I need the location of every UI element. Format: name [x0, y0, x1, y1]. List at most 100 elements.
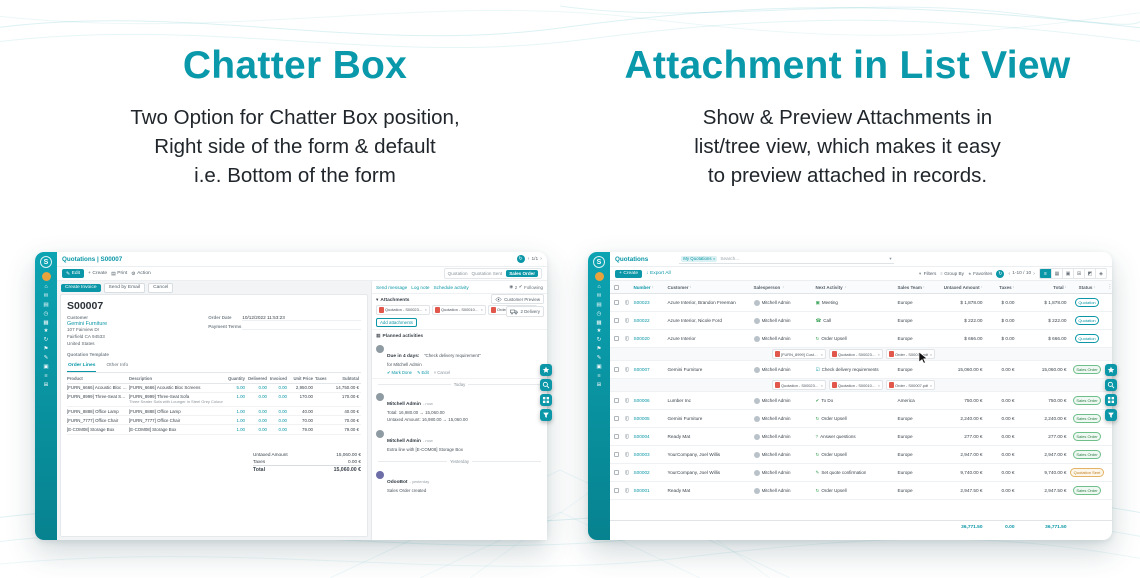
cell-next-activity[interactable]: ↻Order Upsell	[815, 335, 847, 342]
remove-facet-icon[interactable]: ×	[713, 256, 716, 261]
attachment-chip[interactable]: Quotation - S00010.pdf×	[432, 305, 486, 315]
filters-menu[interactable]: ▼ Filters	[918, 271, 937, 276]
customer-link[interactable]: Gemini Furniture	[67, 321, 108, 327]
send-by-email-button[interactable]: Send by Email	[103, 282, 146, 293]
attachment-chip[interactable]: Quotation - S00023.pdf×	[829, 349, 883, 359]
schedule-activity-tab[interactable]: Schedule activity	[433, 284, 469, 290]
apps-fab-button[interactable]	[1105, 394, 1117, 406]
column-header-invoiced[interactable]: Invoiced	[270, 376, 287, 382]
sidebar-app-icon[interactable]: ↻	[43, 337, 49, 344]
attachment-chip[interactable]: Quotation - S00023.pdf×	[376, 305, 430, 315]
create-invoice-button[interactable]: Create Invoice	[61, 283, 101, 292]
add-attachments-button[interactable]: Add attachments	[376, 317, 417, 327]
app-logo-icon[interactable]: S	[40, 256, 52, 268]
apps-fab-button[interactable]	[540, 394, 552, 406]
filter-fab-button[interactable]	[1105, 409, 1117, 421]
column-header-status[interactable]: Status↕	[1078, 284, 1096, 290]
customer-preview-smart-button[interactable]: Customer Preview	[491, 294, 544, 304]
view-graph-icon[interactable]: ◩	[1084, 269, 1095, 278]
paperclip-icon[interactable]	[622, 487, 632, 494]
order-line-row[interactable]: [FURN_8999] Three-Seat Sofa[FURN_8999] T…	[67, 393, 361, 408]
cell-next-activity[interactable]: ↻Order Upsell	[815, 451, 847, 458]
print-menu[interactable]: ▤ Print	[111, 271, 127, 277]
paperclip-icon[interactable]	[622, 433, 632, 440]
column-header-number[interactable]: Number↕	[633, 284, 654, 290]
column-header-taxes[interactable]: Taxes	[315, 376, 327, 382]
star-fab-button[interactable]	[1105, 364, 1117, 376]
column-header-description[interactable]: Description	[129, 376, 153, 382]
remove-attachment-icon[interactable]: ×	[929, 382, 933, 388]
remove-attachment-icon[interactable]: ×	[820, 382, 823, 388]
cell-next-activity[interactable]: ☑Check delivery requirements	[815, 366, 879, 373]
order-line-row[interactable]: [E-COM08] Storage Box[E-COM08] Storage B…	[67, 425, 361, 435]
attachment-chip[interactable]: [FURN_8999] Customi...×	[772, 349, 826, 359]
mark-done-button[interactable]: ✔ Mark Done	[387, 369, 412, 375]
edit-button[interactable]: ✎ Edit	[62, 269, 85, 278]
row-checkbox[interactable]	[613, 398, 619, 403]
status-quotation-sent[interactable]: Quotation Sent	[471, 271, 503, 276]
row-checkbox[interactable]	[613, 318, 619, 323]
log-note-tab[interactable]: Log note	[411, 284, 430, 290]
pager-previous-icon[interactable]: ‹	[1008, 270, 1011, 277]
sidebar-app-icon[interactable]: ▦	[596, 319, 602, 326]
search-fab-button[interactable]	[1105, 379, 1117, 391]
remove-attachment-icon[interactable]: ×	[480, 307, 483, 313]
view-calendar-icon[interactable]: ▣	[1062, 269, 1073, 278]
row-checkbox[interactable]	[613, 416, 619, 421]
row-checkbox[interactable]	[613, 300, 619, 305]
tab-order-lines[interactable]: Order Lines	[67, 362, 97, 372]
favorites-menu[interactable]: ★ Favorites	[968, 271, 993, 276]
paperclip-icon[interactable]	[622, 415, 632, 422]
following-toggle[interactable]: Following	[523, 284, 543, 290]
sidebar-app-icon[interactable]: ▣	[596, 364, 602, 371]
status-sales-order[interactable]: Sales Order	[506, 270, 538, 277]
app-logo-icon[interactable]: S	[593, 256, 605, 268]
column-header-unit-price[interactable]: Unit Price	[293, 376, 313, 382]
cell-next-activity[interactable]: ▣Meeting	[815, 299, 838, 306]
remove-attachment-icon[interactable]: ×	[424, 307, 427, 313]
attachment-chip[interactable]: Order - S00019.pdf×	[886, 349, 936, 359]
sidebar-app-icon[interactable]: ▤	[43, 301, 49, 308]
order-line-row[interactable]: [FURN_6666] Acoustic Bloc Screens[FURN_6…	[67, 384, 361, 393]
sidebar-app-icon[interactable]: ⌂	[597, 284, 601, 290]
paperclip-icon[interactable]	[622, 366, 632, 373]
paperclip-icon[interactable]	[622, 299, 632, 306]
row-checkbox[interactable]	[613, 434, 619, 439]
pager-previous-icon[interactable]: ‹	[527, 256, 530, 262]
followers-icon[interactable]: ◉	[509, 284, 514, 289]
sidebar-app-icon[interactable]: ⊞	[596, 381, 602, 388]
column-header-total[interactable]: Total↕	[1053, 284, 1067, 290]
search-facet[interactable]: My Quotations ×	[681, 255, 718, 262]
payment-terms-value[interactable]	[242, 324, 361, 330]
cell-next-activity[interactable]: ?Answer questions	[815, 434, 856, 439]
row-checkbox[interactable]	[613, 367, 619, 372]
attachment-chip[interactable]: Order - S00007.pdf×	[886, 380, 936, 390]
remove-attachment-icon[interactable]: ×	[877, 382, 880, 388]
sidebar-app-icon[interactable]: ▤	[596, 301, 602, 308]
order-line-row[interactable]: [FURN_7777] Office Chair[FURN_7777] Offi…	[67, 416, 361, 426]
refresh-icon[interactable]: ↻	[516, 255, 525, 263]
column-header-customer[interactable]: Customer↕	[667, 284, 692, 290]
attachment-chip[interactable]: Quotation - S00023.pdf×	[772, 380, 826, 390]
sidebar-app-icon[interactable]: ▣	[43, 364, 49, 371]
row-checkbox[interactable]	[613, 488, 619, 493]
edit-activity-button[interactable]: ✎ Edit	[417, 369, 429, 375]
paperclip-icon[interactable]	[622, 317, 632, 324]
column-header-next-activity[interactable]: Next Activity↕	[815, 284, 847, 290]
user-avatar[interactable]	[41, 271, 51, 281]
sidebar-app-icon[interactable]: ✎	[596, 355, 602, 362]
breadcrumb[interactable]: Quotations | S00007	[62, 255, 123, 263]
group-by-menu[interactable]: ≡ Group By	[940, 271, 964, 276]
view-list-icon[interactable]: ≡	[1040, 269, 1051, 278]
sidebar-app-icon[interactable]: ⚑	[43, 346, 49, 353]
cell-next-activity[interactable]: ✔To Do	[815, 397, 834, 404]
export-all-button[interactable]: ↓ Export All	[646, 271, 671, 276]
column-header-salesperson[interactable]: Salesperson↕	[753, 284, 785, 290]
cell-next-activity[interactable]: ☎Call	[815, 317, 832, 324]
